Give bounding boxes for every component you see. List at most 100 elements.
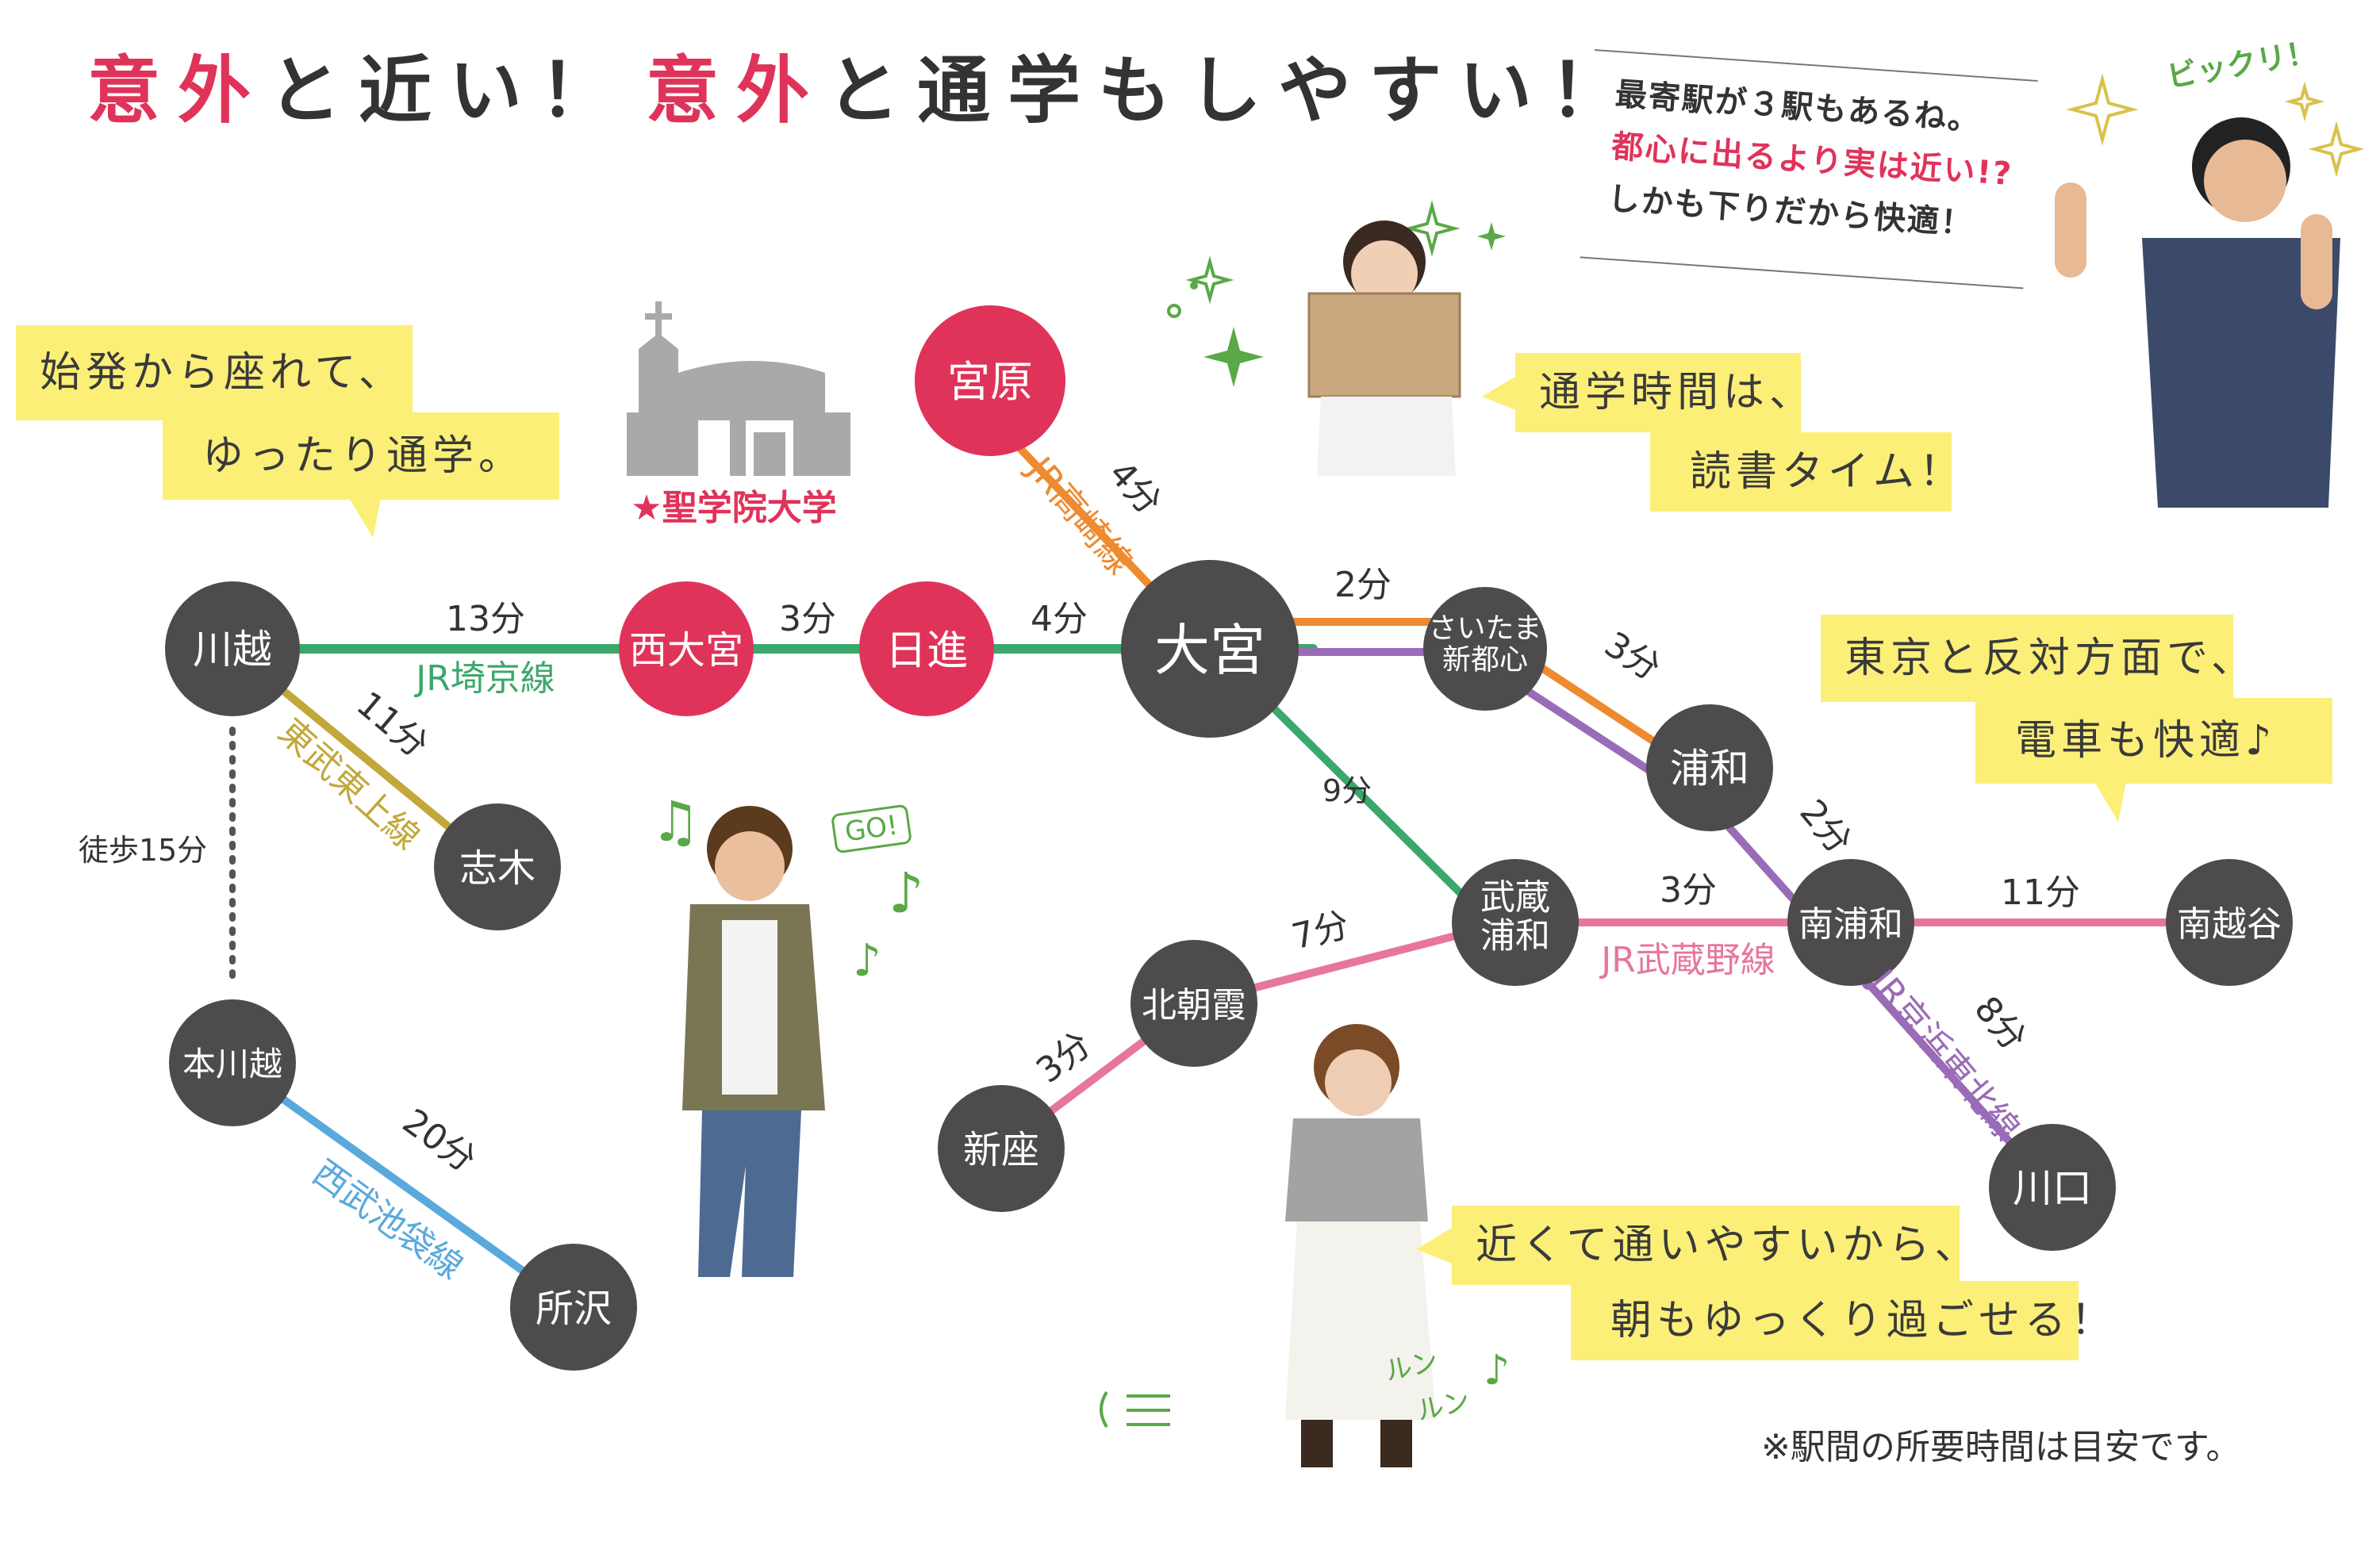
svg-text:宮原: 宮原 (947, 357, 1033, 407)
bubble-reading: 通学時間は、 (1515, 353, 1810, 432)
station-label: 南浦和 (1798, 904, 1903, 945)
station-honkawagoe[interactable]: 本川越 (169, 999, 296, 1126)
bubble-bottom-line1: 近くて通いやすいから、 (1476, 1221, 1981, 1269)
station-minamiurawa[interactable]: 南浦和 (1787, 859, 1914, 986)
svg-text:♪: ♪ (889, 861, 924, 926)
svg-text:♫: ♫ (651, 789, 701, 854)
title-text-2: と通学もしやすい！ (827, 48, 1641, 133)
time-label: 3分 (1660, 870, 1717, 911)
svg-text:北朝霞: 北朝霞 (1142, 985, 1246, 1026)
station-label: 日進 (885, 627, 968, 675)
station-label: 西大宮 (629, 628, 743, 673)
station-label: 所沢 (536, 1287, 612, 1331)
svg-text:南越谷: 南越谷 (2177, 904, 2282, 945)
svg-text:日進: 日進 (885, 627, 968, 675)
svg-text:西大宮: 西大宮 (629, 628, 743, 673)
time-label: 11分 (2001, 872, 2080, 913)
bubble-bottom-2: 朝もゆっくり過ごせる！ (1571, 1281, 2117, 1360)
title-accent-1: 意外 (87, 48, 269, 133)
time-label: 7分 (1288, 904, 1353, 957)
station-kawaguchi[interactable]: 川口 (1989, 1124, 2116, 1251)
university-name: ★聖学院大学 (631, 488, 836, 528)
student-photo-reading (1307, 221, 1461, 476)
label-saikyo: JR埼京線 (413, 658, 555, 699)
station-label: 武蔵 (1480, 877, 1550, 918)
bubble-left-line1: 始発から座れて、 (40, 349, 405, 397)
svg-text:♪: ♪ (1484, 1347, 1510, 1394)
stations: 川越 西大宮 日進 大宮 宮原 さいたま新都心 浦和 南浦和 南越谷 川口 武蔵… (165, 305, 2293, 1371)
bubble-tokyo-2: 電車も快適♪ (1975, 698, 2332, 784)
time-label: 4分 (1031, 599, 1088, 639)
station-label: 浦和 (1480, 915, 1550, 956)
bubble-reading-2: 読書タイム！ (1650, 432, 1965, 512)
station-kitaasaka[interactable]: 北朝霞 (1130, 940, 1257, 1067)
station-label: 川口 (2013, 1165, 2092, 1211)
station-saitamashintoshin[interactable]: さいたま新都心 (1423, 587, 1547, 711)
line-seibu (228, 1059, 578, 1311)
station-minamikoshigaya[interactable]: 南越谷 (2166, 859, 2293, 986)
time-label: 8分 (1966, 989, 2033, 1059)
station-label: 志木 (459, 846, 536, 891)
station-label: 浦和 (1670, 746, 1749, 792)
station-label: 川越 (193, 627, 272, 673)
station-musashiurawa[interactable]: 武蔵浦和 (1452, 859, 1579, 986)
svg-text:♪: ♪ (853, 935, 881, 987)
svg-text:川口: 川口 (2013, 1165, 2092, 1211)
handwritten-speech: 最寄駅が３駅もあるね。 都心に出るより実は近い!? しかも下りだから快適！ (1579, 49, 2038, 301)
svg-text:志木: 志木 (459, 846, 536, 891)
student-photo-surprised (2055, 117, 2340, 508)
time-label: 2分 (1791, 792, 1859, 862)
station-tokorozawa[interactable]: 所沢 (510, 1244, 637, 1371)
time-label: 13分 (446, 599, 525, 639)
station-label: 本川越 (182, 1045, 282, 1083)
svg-text:浦和: 浦和 (1670, 746, 1749, 792)
svg-text:南浦和: 南浦和 (1798, 904, 1903, 945)
station-label: 南越谷 (2177, 904, 2282, 945)
student-photo-walking-male (682, 806, 825, 1277)
svg-text:新座: 新座 (963, 1128, 1039, 1172)
page-title: 意外と近い！意外と通学もしやすい！ (87, 32, 1640, 137)
bubble-bottom: 近くて通いやすいから、 (1452, 1206, 1981, 1285)
station-label: さいたま (1429, 612, 1542, 645)
bubble-tail (349, 498, 381, 538)
bubble-tail (2094, 782, 2126, 822)
station-niiza[interactable]: 新座 (938, 1085, 1065, 1212)
time-label: 3分 (779, 599, 836, 639)
svg-text:川越: 川越 (193, 627, 272, 673)
music-note-icon: ♫ ♪ ♪ ♪ (651, 789, 1510, 1394)
station-label: 北朝霞 (1142, 985, 1246, 1026)
bubble-tokyo-line2: 電車も快適♪ (2015, 717, 2277, 765)
bubble-tail (1482, 373, 1522, 412)
bubble-left-2: ゆったり通学。 (163, 412, 559, 500)
student-photo-walking-female (1285, 1024, 1436, 1467)
walk-label: 徒歩15分 (79, 833, 207, 868)
station-kawagoe[interactable]: 川越 (165, 581, 300, 716)
title-accent-2: 意外 (646, 48, 827, 133)
bubble-left: 始発から座れて、 (16, 325, 413, 420)
church-building-icon (627, 301, 850, 476)
svg-text:武蔵浦和: 武蔵浦和 (1480, 877, 1550, 956)
station-nisshin[interactable]: 日進 (859, 581, 994, 716)
svg-text:さいたま新都心: さいたま新都心 (1429, 612, 1542, 677)
bubble-tail (1416, 1225, 1456, 1265)
label-musashino: JR武蔵野線 (1599, 940, 1775, 980)
footnote: ※駅間の所要時間は目安です。 (1761, 1427, 2241, 1467)
title-text-1: と近い！ (268, 48, 631, 133)
time-label: 9分 (1322, 773, 1372, 808)
station-miyahara[interactable]: 宮原 (915, 305, 1065, 456)
bubble-left-line2: ゆったり通学。 (202, 432, 525, 480)
station-nishiomiya[interactable]: 西大宮 (619, 581, 754, 716)
bubble-reading-line2: 読書タイム！ (1690, 448, 1965, 496)
station-shiki[interactable]: 志木 (434, 803, 561, 930)
bubble-tokyo-line1: 東京と反対方面で、 (1844, 635, 2257, 682)
time-label: 3分 (1598, 624, 1668, 688)
motion-lines-icon (1100, 1390, 1170, 1429)
station-omiya[interactable]: 大宮 (1121, 560, 1299, 738)
station-label: 新都心 (1442, 644, 1528, 677)
svg-text:所沢: 所沢 (536, 1287, 612, 1331)
station-urawa[interactable]: 浦和 (1646, 704, 1773, 831)
svg-text:本川越: 本川越 (182, 1045, 282, 1083)
bubble-bottom-line2: 朝もゆっくり過ごせる！ (1610, 1297, 2117, 1344)
